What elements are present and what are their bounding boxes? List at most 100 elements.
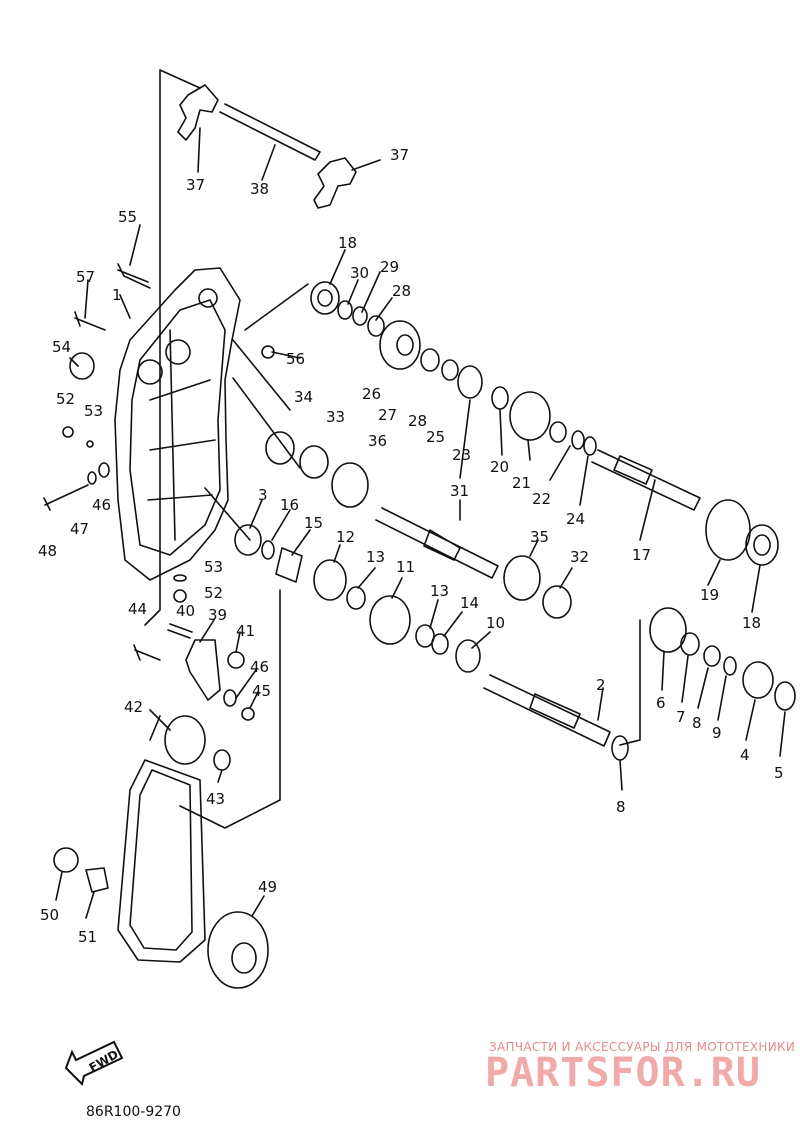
bolt-48 <box>43 484 89 511</box>
group-boundary-line <box>144 69 201 626</box>
bearing-18-top-inner <box>317 289 333 307</box>
washer-28-top <box>367 315 385 337</box>
part-number-label: 47 <box>70 520 90 538</box>
part-number-label: 17 <box>632 546 652 564</box>
leader-line <box>529 539 573 589</box>
part-number-label: 5 <box>774 764 784 782</box>
leader-line <box>459 399 589 506</box>
part-number-label: 4 <box>740 746 750 764</box>
gear-25 <box>457 365 483 399</box>
sprocket-49 <box>207 911 269 989</box>
fwd-arrow-icon <box>64 1040 124 1086</box>
case-cover-inner <box>129 299 226 556</box>
circlip-29 <box>352 306 368 326</box>
bushing-7 <box>680 632 700 656</box>
part-number-label: 38 <box>250 180 270 198</box>
washer-14 <box>431 633 449 655</box>
oil-seal-5 <box>774 681 796 711</box>
circlip-9 <box>723 656 737 676</box>
part-number-label: 48 <box>38 542 58 560</box>
washer-8 <box>703 645 721 667</box>
leader-line <box>661 651 786 757</box>
part-number-label: 37 <box>186 176 206 194</box>
part-number-label: 28 <box>392 282 412 300</box>
part-number-label: 40 <box>176 602 196 620</box>
part-number-label: 2 <box>596 676 606 694</box>
part-number-label: 52 <box>56 390 76 408</box>
part-number-label: 25 <box>426 428 446 446</box>
gear-26-hub <box>396 334 414 356</box>
leader-line <box>639 479 761 613</box>
watermark-tagline: ЗАПЧАСТИ И АКСЕССУАРЫ ДЛЯ МОТОТЕХНИКИ <box>489 1040 796 1054</box>
gear-6 <box>649 607 687 653</box>
chain <box>117 759 206 963</box>
gear-26 <box>379 320 421 370</box>
drawing-code: 86R100-9270 <box>86 1104 181 1120</box>
bearing-32 <box>542 585 572 619</box>
washer-46-left <box>98 462 110 478</box>
part-number-label: 26 <box>362 385 382 403</box>
part-number-label: 45 <box>252 682 272 700</box>
leader-line <box>271 249 393 359</box>
washer-53-top <box>86 440 94 448</box>
part-number-label: 29 <box>380 258 400 276</box>
group-boundary-line <box>204 339 301 541</box>
washer-46 <box>223 689 237 707</box>
bolt-55 <box>117 263 151 289</box>
case-bearing-bore <box>137 359 163 385</box>
part-number-label: 30 <box>350 264 370 282</box>
bushing-13-b <box>415 624 435 648</box>
bearing-18-bottom-inner <box>753 534 771 556</box>
gear-10 <box>455 639 481 673</box>
part-number-label: 6 <box>656 694 666 712</box>
part-number-label: 8 <box>692 714 702 732</box>
part-number-label: 18 <box>338 234 358 252</box>
case-cover <box>114 267 241 581</box>
shaft-2 <box>483 674 611 747</box>
part-number-label: 54 <box>52 338 72 356</box>
part-number-label: 13 <box>430 582 450 600</box>
part-number-label: 16 <box>280 496 300 514</box>
part-number-label: 11 <box>396 558 416 576</box>
part-number-label: 12 <box>336 528 356 546</box>
bushing-27 <box>420 348 440 372</box>
part-number-label: 41 <box>236 622 256 640</box>
bushing-13 <box>346 586 366 610</box>
gear-42 <box>164 715 206 765</box>
watermark-brand: PARTSFOR.RU <box>485 1050 761 1096</box>
part-number-label: 22 <box>532 490 552 508</box>
bearing-34 <box>265 431 295 465</box>
part-number-label: 51 <box>78 928 98 946</box>
part-number-label: 49 <box>258 878 278 896</box>
pin-40 <box>167 623 193 639</box>
part-number-label: 36 <box>368 432 388 450</box>
part-number-label: 27 <box>378 406 398 424</box>
part-number-label: 10 <box>486 614 506 632</box>
shift-fork-right <box>313 157 357 209</box>
leader-line <box>197 127 381 181</box>
part-number-label: 19 <box>700 586 720 604</box>
part-number-label: 23 <box>452 446 472 464</box>
washer-53-bottom <box>173 574 187 582</box>
part-number-label: 52 <box>204 584 224 602</box>
bearing-4 <box>742 661 774 699</box>
leader-line <box>149 709 265 917</box>
shaft-31 <box>375 507 499 579</box>
part-number-label: 46 <box>250 658 270 676</box>
bearing-18-bottom <box>745 524 779 566</box>
part-number-label: 53 <box>204 558 224 576</box>
washer-8-bottom <box>611 735 629 761</box>
washer-30 <box>337 300 353 320</box>
leader-line <box>429 599 623 791</box>
bearing-33 <box>299 445 329 479</box>
leader-line <box>333 499 461 599</box>
gear-19 <box>705 499 751 561</box>
collar-41 <box>227 651 245 669</box>
part-number-label: 20 <box>490 458 510 476</box>
part-number-label: 57 <box>76 268 96 286</box>
shaft-17 <box>591 449 701 511</box>
part-number-label: 8 <box>616 798 626 816</box>
leader-line <box>69 224 141 367</box>
part-number-label: 31 <box>450 482 470 500</box>
